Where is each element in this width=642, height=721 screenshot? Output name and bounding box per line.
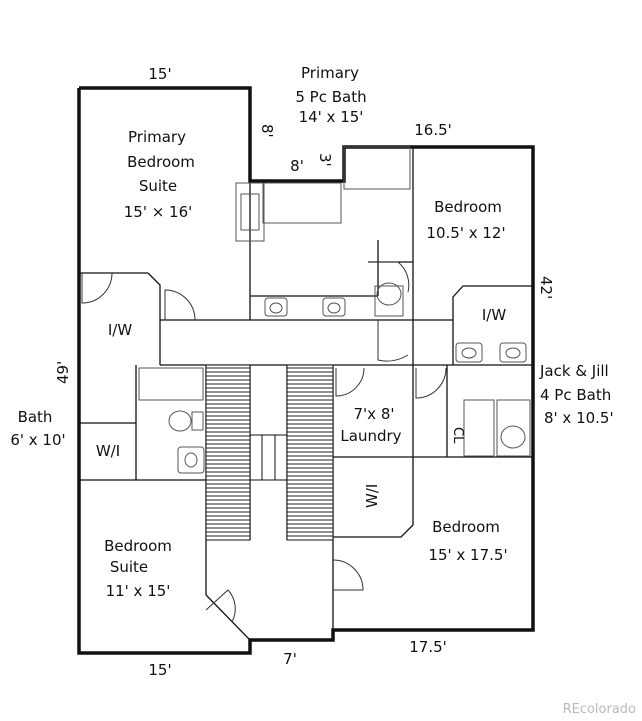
primary-bath-size: 14' x 15' (298, 108, 364, 126)
primary-suite-size: 15' × 16' (123, 203, 193, 221)
jack-jill-size: 8' x 10.5' (544, 409, 614, 427)
primary-suite-line2: Bedroom (127, 153, 195, 171)
dim-bottom-gap: 7' (283, 650, 297, 668)
dim-notch-vertical: 8' (258, 124, 276, 138)
dim-bottom-left-width: 15' (148, 661, 172, 679)
dim-top-width: 15' (148, 65, 172, 83)
laundry-name: Laundry (340, 427, 402, 445)
primary-bath-line1: Primary (301, 64, 359, 82)
dim-right-height: 42' (537, 276, 555, 300)
bedroom-se-size: 15' x 17.5' (428, 546, 508, 564)
bedroom-ne-size: 10.5' x 12' (426, 224, 506, 242)
jack-jill-line2: 4 Pc Bath (540, 386, 612, 404)
jack-jill-line1: Jack & Jill (540, 362, 609, 380)
closet-wi-se: W/I (363, 483, 381, 508)
dim-notch-horizontal: 8' (290, 157, 304, 175)
bedroom-se-name: Bedroom (432, 518, 500, 536)
bedroom-suite-sw-line2: Suite (109, 558, 149, 576)
bath-left-size: 6' x 10' (10, 431, 66, 449)
closet-cl: CL (450, 427, 465, 444)
closet-wi-small: W/I (95, 442, 121, 460)
bedroom-suite-sw-line1: Bedroom (104, 537, 172, 555)
dim-bottom-right-width: 17.5' (409, 638, 447, 656)
closet-wi-left: I/W (107, 321, 133, 339)
dim-left-height: 49' (54, 360, 72, 384)
stairs (205, 364, 334, 541)
primary-suite-line1: Primary (128, 128, 186, 146)
primary-suite-line3: Suite (138, 177, 178, 195)
bath-left-name: Bath (17, 408, 53, 426)
bedroom-ne-name: Bedroom (434, 198, 502, 216)
closet-wi-right: I/W (481, 306, 507, 324)
bedroom-suite-sw-size: 11' x 15' (105, 582, 171, 600)
watermark: REcolorado (562, 702, 636, 717)
fixtures (138, 146, 531, 474)
primary-bath-line2: 5 Pc Bath (295, 88, 367, 106)
door-swings (81, 261, 447, 623)
dim-right-top-width: 16.5' (414, 121, 452, 139)
laundry-size: 7'x 8' (353, 405, 395, 423)
dim-notch-3: 3' (316, 153, 334, 167)
